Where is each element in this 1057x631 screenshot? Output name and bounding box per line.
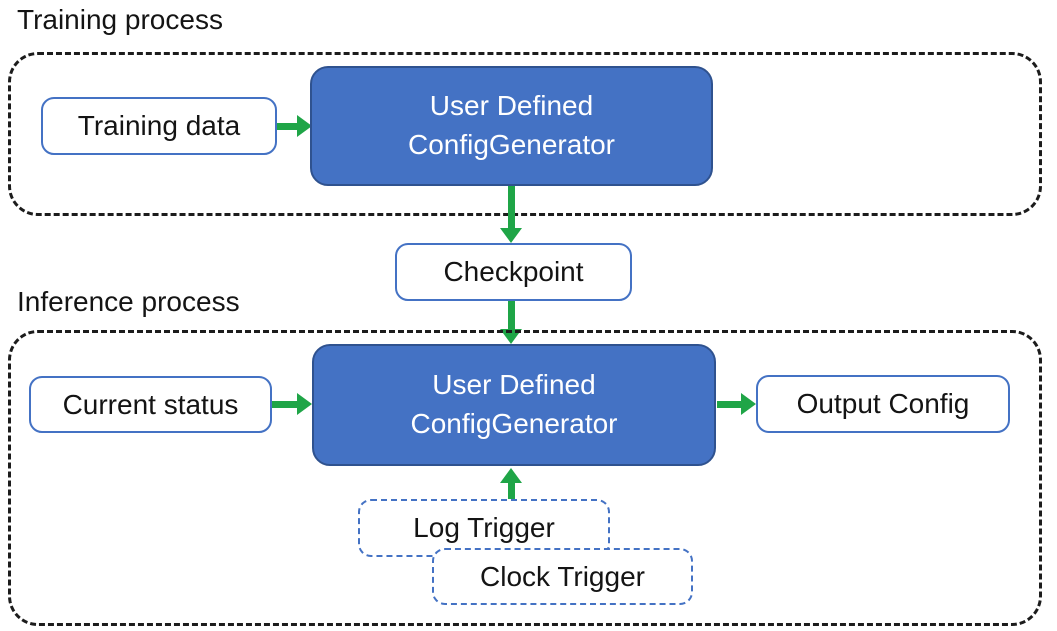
output-config-box: Output Config <box>756 375 1010 433</box>
arrow-current-status-to-generator-shaft <box>272 401 298 408</box>
training-process-container <box>8 52 1042 216</box>
log-trigger-box: Log Trigger <box>358 499 610 557</box>
arrow-training-data-to-generator-head <box>297 115 312 137</box>
inference-process-container <box>8 330 1042 626</box>
current-status-box: Current status <box>29 376 272 433</box>
inference-generator-box: User Defined ConfigGenerator <box>312 344 716 466</box>
inference-generator-line1: User Defined <box>432 369 596 401</box>
arrow-current-status-to-generator-head <box>297 393 312 415</box>
training-generator-line2: ConfigGenerator <box>407 129 615 160</box>
inference-generator-line2: ConfigGenerator <box>410 408 618 439</box>
training-data-label: Training data <box>77 110 241 141</box>
current-status-label: Current status <box>62 388 239 420</box>
checkpoint-label: Checkpoint <box>443 256 584 287</box>
clock-trigger-label: Clock Trigger <box>480 560 645 592</box>
training-data-box: Training data <box>41 97 277 155</box>
output-config-label: Output Config <box>796 388 970 419</box>
arrow-trigger-to-generator-head <box>500 468 522 483</box>
arrow-generator-to-checkpoint-shaft <box>508 186 515 229</box>
checkpoint-box: Checkpoint <box>395 243 632 301</box>
arrow-generator-to-output-head <box>741 393 756 415</box>
clock-trigger-box: Clock Trigger <box>432 548 693 605</box>
training-generator-line1: User Defined <box>429 90 594 122</box>
log-trigger-label: Log Trigger <box>413 512 555 543</box>
arrow-checkpoint-to-inference-shaft <box>508 301 515 330</box>
arrow-generator-to-checkpoint-head <box>500 228 522 243</box>
arrow-trigger-to-generator-shaft <box>508 481 515 499</box>
arrow-training-data-to-generator-shaft <box>277 123 299 130</box>
inference-process-label: Inference process <box>17 286 240 317</box>
training-process-label: Training process <box>17 4 223 35</box>
training-generator-box: User Defined ConfigGenerator <box>310 66 713 186</box>
arrow-generator-to-output-shaft <box>717 401 742 408</box>
